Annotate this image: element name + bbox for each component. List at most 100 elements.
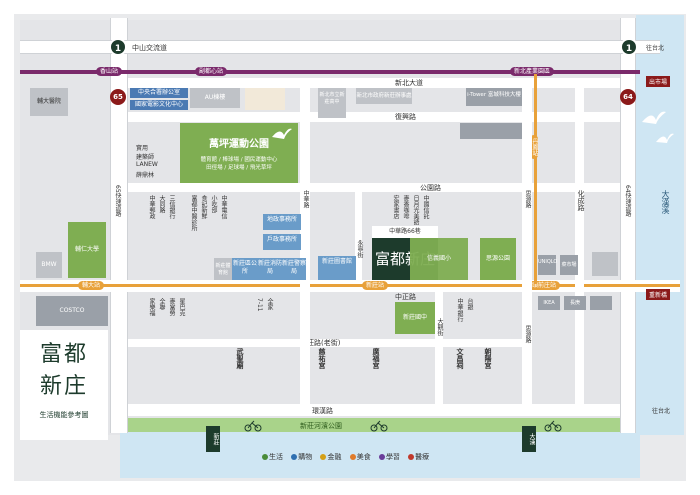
- station-xiangshan: 香山站: [96, 67, 123, 76]
- poi-clinic: 富都中醫診所: [190, 195, 197, 231]
- poi-cht: 中華電信: [220, 195, 227, 219]
- daguan-street: [435, 292, 443, 404]
- grey-block-a: [460, 123, 522, 139]
- poi-bookstore: 宏家書店: [392, 195, 399, 219]
- legend-food: 美食: [349, 453, 374, 461]
- bird-icon: [272, 128, 292, 139]
- siyuan-road-label: 思源路: [524, 190, 531, 208]
- poi-carrefour: 家樂福: [148, 298, 155, 316]
- gongyuan-road: [128, 183, 620, 192]
- legend-shopping-dot: [291, 454, 298, 460]
- brand-panel: 富都 新庄 生活機能參考圖: [20, 330, 108, 440]
- grey-block-b: [592, 252, 618, 276]
- poi-post: 中華郵政: [148, 195, 155, 219]
- zhonghua-road-label: 中華路: [302, 190, 309, 208]
- huacheng-road-label: 化成路: [577, 190, 585, 211]
- poi-starbucks: 星巴克: [178, 298, 185, 316]
- project-lane-label: 中華路66巷: [372, 226, 438, 238]
- au-plaza: AU棟樓: [190, 88, 240, 108]
- poi-lanew: LANEW: [136, 161, 158, 168]
- costco: COSTCO: [36, 296, 108, 326]
- national-1-shield-left: 1: [109, 38, 127, 56]
- district-library: 新莊圖書館: [318, 256, 356, 280]
- dahan-river-label: 大漢溪: [661, 190, 670, 214]
- poi-cafe: 麥香咖啡: [402, 195, 409, 219]
- yongning-street: [355, 192, 362, 280]
- expressway-65-road: [110, 18, 128, 433]
- bicycle-icon-2: [370, 420, 388, 432]
- mrt-circular-line: [20, 70, 640, 74]
- poi-english: 日月光美語: [412, 195, 419, 225]
- zhongzheng-label: 中正路: [395, 293, 416, 301]
- xinbei-blvd: [128, 78, 620, 88]
- exit-outbound: 出市場: [646, 76, 671, 87]
- legend-learning: 學習: [378, 453, 403, 461]
- station-industrial-park: 新北產業園區: [510, 67, 555, 76]
- xinzhuang-junior-high: 新莊國中: [395, 302, 435, 334]
- mazda-box: 長庚: [564, 296, 586, 310]
- gongyuan-road-label: 公園路: [420, 184, 441, 192]
- legend-finance: 金融: [320, 453, 344, 461]
- station-touqianzhuang: 頭前庄站: [528, 281, 561, 290]
- station-fuda: 輔大站: [78, 281, 105, 290]
- huanhan-road-label: 環漢路: [312, 407, 333, 415]
- i-tower: i-Tower 富城科技大樓: [466, 88, 522, 106]
- xinzhuang-road-label: 新莊路(老街): [300, 339, 341, 347]
- route-64-shield: 64: [620, 89, 636, 105]
- chaoyang-temple: 朝陽宮: [484, 348, 492, 369]
- dike-gate-dahan: 大漢: [522, 426, 536, 452]
- expressway-65-label: 65快速道路: [114, 185, 121, 217]
- fujen-university: 輔仁大學: [68, 222, 106, 278]
- legend-finance-label: 金融: [327, 453, 342, 461]
- siyuan-road-label-2: 思源路: [524, 325, 531, 343]
- zhongshan-label: 中山交流道: [132, 44, 167, 52]
- legend-medical-dot: [408, 454, 415, 460]
- huacheng-road: [575, 88, 584, 404]
- poi-datong: 大同路: [158, 195, 165, 213]
- poi-fresh: 食記新鮮: [200, 195, 207, 219]
- poi-bank: 中華銀行: [456, 298, 463, 322]
- wusheng-temple: 武聖廟: [236, 348, 244, 369]
- yongning-label: 永寧街: [356, 240, 363, 258]
- legend-medical-label: 醫療: [415, 453, 430, 461]
- zhongshan-road: [20, 40, 660, 54]
- bmw-showroom: BMW: [36, 252, 62, 278]
- bird-icon-3: [656, 133, 674, 143]
- poi-familymart: 全家: [266, 298, 273, 310]
- poi-ctbc: 中國信託: [422, 195, 429, 219]
- bird-icon-2: [642, 111, 666, 124]
- land-office: 地政事務所: [263, 214, 301, 230]
- huanhan-road: [128, 404, 620, 416]
- wanping-park-title: 萬坪運動公園: [209, 139, 269, 150]
- empty-lot: [245, 88, 285, 110]
- ciyou-temple: 慈祐宮: [318, 348, 326, 369]
- legend: 生活 購物 金融 美食 學習 醫療: [262, 452, 435, 462]
- legend-life-label: 生活: [269, 453, 283, 461]
- riverside-park-label: 新莊河濱公園: [300, 422, 342, 430]
- station-xinzhuang: 新莊站: [362, 281, 389, 290]
- brand-title-line2: 新庄: [39, 374, 88, 399]
- film-center: 國家電影文化中心: [130, 100, 188, 110]
- poi-taiwan-bank: 台銀: [466, 298, 473, 310]
- legend-food-dot: [349, 454, 356, 460]
- xinbei-blvd-label: 新北大道: [395, 79, 423, 87]
- guangfu-temple: 廣福宮: [372, 348, 380, 369]
- station-vice-center: 副都心站: [195, 67, 228, 76]
- expressway-64-road: [620, 18, 636, 433]
- uniqlo: UNIQLO: [538, 255, 557, 275]
- xinzhuang-office: 新北市政府新莊辦事處: [356, 88, 412, 104]
- zhonghua-road: [300, 88, 310, 404]
- ikea-box: IKEA: [538, 296, 560, 310]
- bicycle-icon: [244, 420, 262, 432]
- legend-life-dot: [262, 454, 268, 460]
- poi-snack: 小吃部: [210, 195, 217, 213]
- legend-shopping: 購物: [291, 453, 315, 461]
- fuxing-road: [128, 112, 620, 122]
- legend-shopping-label: 購物: [298, 453, 313, 461]
- poi-sanxin: 三信銀行: [168, 195, 175, 219]
- expressway-64-label: 64快速道路: [624, 185, 631, 217]
- legend-learning-label: 學習: [385, 453, 400, 461]
- wanping-park-sub1: 體育館 / 棒球場 / 國民運動中心: [200, 157, 278, 163]
- district-office: 新莊區公所: [232, 258, 258, 280]
- xinyi-school: 信義國小: [410, 238, 468, 280]
